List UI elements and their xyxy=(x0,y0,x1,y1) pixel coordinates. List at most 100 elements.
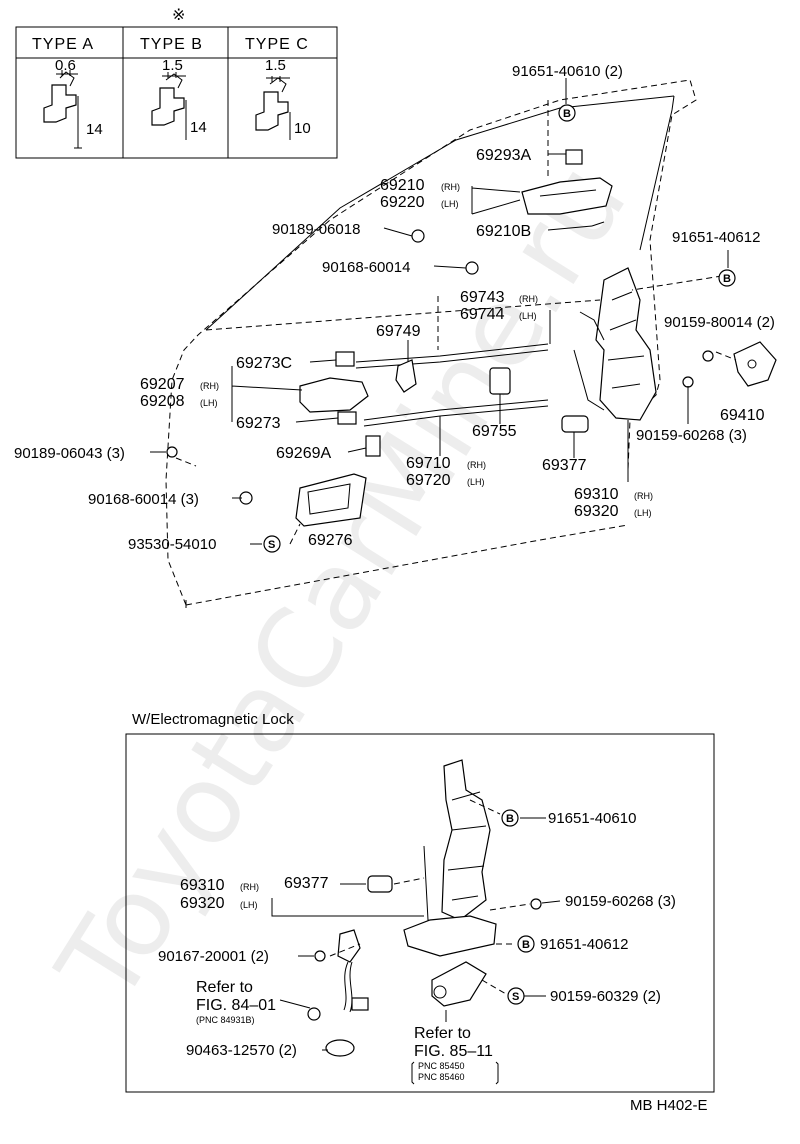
bezel-69276 xyxy=(295,473,367,527)
inset-refer1-line1: Refer to xyxy=(196,979,253,996)
inset-fasteners xyxy=(314,898,542,962)
circle-b-marker: B xyxy=(718,269,736,287)
label-69743: 69743 xyxy=(460,289,505,306)
type-c-dim-side: 10 xyxy=(294,120,311,137)
label-91651-40610: 91651-40610 (2) xyxy=(512,63,623,80)
inset-refer1-pnc: (PNC 84931B) xyxy=(196,1015,255,1025)
label-69410: 69410 xyxy=(720,407,765,424)
svg-text:(LH): (LH) xyxy=(519,311,537,321)
inset-label-69310: 69310 xyxy=(180,877,225,894)
inset-leader-lines xyxy=(271,799,561,1051)
label-69377: 69377 xyxy=(542,457,587,474)
inset-label-90463-12570: 90463-12570 (2) xyxy=(186,1042,297,1059)
inset-refer2-pnc2: PNC 85460 xyxy=(418,1072,465,1082)
label-69720: 69720 xyxy=(406,472,451,489)
svg-text:(LH): (LH) xyxy=(200,398,218,408)
label-91651-40612: 91651-40612 xyxy=(672,229,760,246)
type-b-header: TYPE B xyxy=(140,36,203,53)
leader-lines xyxy=(150,78,737,545)
svg-text:B: B xyxy=(506,813,514,825)
label-69276: 69276 xyxy=(308,532,353,549)
inset-lock-assembly xyxy=(403,759,497,957)
label-69210: 69210 xyxy=(380,177,425,194)
label-69749: 69749 xyxy=(376,323,421,340)
inset-label-91651-40612: 91651-40612 xyxy=(540,936,628,953)
door-outline xyxy=(165,79,697,608)
footer-code: MB H402-E xyxy=(630,1097,708,1114)
clip-69269A xyxy=(365,435,381,457)
svg-text:B: B xyxy=(563,108,571,120)
inset-switch-wiring xyxy=(307,929,369,1057)
svg-text:(RH): (RH) xyxy=(200,381,219,391)
label-69208: 69208 xyxy=(140,393,185,410)
svg-text:(RH): (RH) xyxy=(441,182,460,192)
label-90189-06018: 90189-06018 xyxy=(272,221,360,238)
inset-frame xyxy=(125,733,715,1093)
label-69210B: 69210B xyxy=(476,223,531,240)
svg-text:B: B xyxy=(522,939,530,951)
type-a-dim-top: 0.6 xyxy=(55,57,76,74)
label-69269A: 69269A xyxy=(276,445,331,462)
svg-text:(LH): (LH) xyxy=(467,477,485,487)
circle-b-marker: B xyxy=(501,809,519,827)
svg-text:(RH): (RH) xyxy=(519,294,538,304)
type-b-dim-side: 14 xyxy=(190,119,207,136)
fasteners xyxy=(166,221,714,505)
inset-refer2-bracket xyxy=(411,1061,499,1085)
label-69755: 69755 xyxy=(472,423,517,440)
type-a-header: TYPE A xyxy=(32,36,94,53)
label-90159-80014: 90159-80014 (2) xyxy=(664,314,775,331)
label-69293A: 69293A xyxy=(476,147,531,164)
svg-text:(RH): (RH) xyxy=(240,882,259,892)
svg-text:B: B xyxy=(723,273,731,285)
link-69377 xyxy=(561,415,589,433)
label-69320: 69320 xyxy=(574,503,619,520)
type-c-dim-top: 1.5 xyxy=(265,57,286,74)
circle-b-marker: B xyxy=(517,935,535,953)
label-90168-60014: 90168-60014 xyxy=(322,259,410,276)
type-b-clip-drawing: 1.5 14 xyxy=(151,57,207,140)
inset-actuator xyxy=(431,961,487,1007)
inset-refer1-line2: FIG. 84–01 xyxy=(196,997,276,1014)
type-c-header: TYPE C xyxy=(245,36,309,53)
label-90189-06043: 90189-06043 (3) xyxy=(14,445,125,462)
svg-text:S: S xyxy=(512,991,519,1003)
lock-knob-69749 xyxy=(395,359,417,393)
note-mark: ※ xyxy=(172,7,185,24)
type-a-clip-drawing: 0.6 14 xyxy=(43,57,103,149)
inset-label-91651-40610: 91651-40610 xyxy=(548,810,636,827)
inset-label-90167-20001: 90167-20001 (2) xyxy=(158,948,269,965)
inset-link-69377 xyxy=(367,875,393,893)
svg-text:(LH): (LH) xyxy=(634,508,652,518)
lock-rod-69743 xyxy=(355,343,549,369)
circle-b-marker: B xyxy=(558,104,576,122)
door-lock-assembly-69310 xyxy=(573,267,657,421)
svg-text:(RH): (RH) xyxy=(634,491,653,501)
label-90159-60268: 90159-60268 (3) xyxy=(636,427,747,444)
label-69273: 69273 xyxy=(236,415,281,432)
label-69744: 69744 xyxy=(460,306,505,323)
cap-69755 xyxy=(489,367,511,395)
svg-text:(LH): (LH) xyxy=(240,900,258,910)
inset-label-90159-60329: 90159-60329 (2) xyxy=(550,988,661,1005)
inside-handle-69207 xyxy=(299,351,369,425)
inset-label-69377: 69377 xyxy=(284,875,329,892)
label-69710: 69710 xyxy=(406,455,451,472)
inset-label-69320: 69320 xyxy=(180,895,225,912)
label-69220: 69220 xyxy=(380,194,425,211)
label-69273C: 69273C xyxy=(236,355,292,372)
type-a-dim-side: 14 xyxy=(86,121,103,138)
label-69310: 69310 xyxy=(574,486,619,503)
inset-refer2-line2: FIG. 85–11 xyxy=(414,1043,493,1060)
label-93530-54010: 93530-54010 xyxy=(128,536,216,553)
svg-text:(RH): (RH) xyxy=(467,460,486,470)
inset-title: W/Electromagnetic Lock xyxy=(132,711,294,728)
inset-label-90159-60268: 90159-60268 (3) xyxy=(565,893,676,910)
circle-s-marker: S xyxy=(263,535,281,553)
type-c-clip-drawing: 1.5 10 xyxy=(255,57,311,140)
outside-handle-69210 xyxy=(521,149,613,215)
inset-refer2-line1: Refer to xyxy=(414,1025,471,1042)
svg-text:S: S xyxy=(268,539,275,551)
label-69207: 69207 xyxy=(140,376,185,393)
